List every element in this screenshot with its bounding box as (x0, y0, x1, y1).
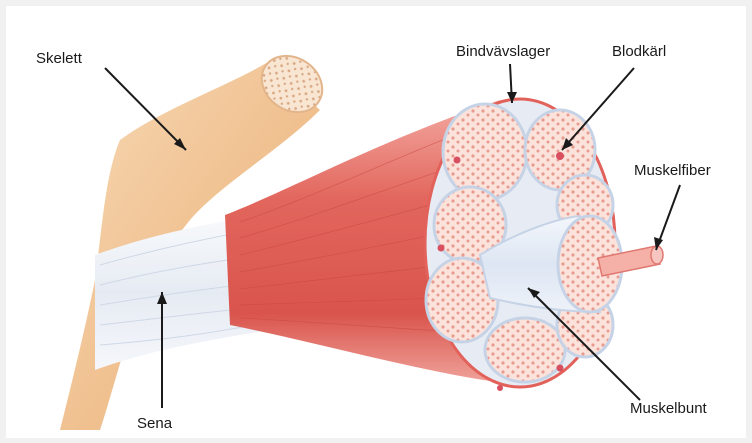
label-muscle-fiber: Muskelfiber (634, 162, 711, 179)
label-connective-tissue: Bindvävslager (456, 43, 550, 60)
muscle-cross-section (425, 99, 663, 391)
fascicle (485, 318, 565, 382)
label-muscle-bundle: Muskelbunt (630, 400, 708, 417)
blood-vessel-leader (562, 68, 634, 150)
fascicle (443, 104, 527, 200)
label-blood-vessel: Blodkärl (612, 43, 666, 60)
label-skeleton: Skelett (36, 50, 83, 67)
label-tendon: Sena (137, 415, 173, 432)
